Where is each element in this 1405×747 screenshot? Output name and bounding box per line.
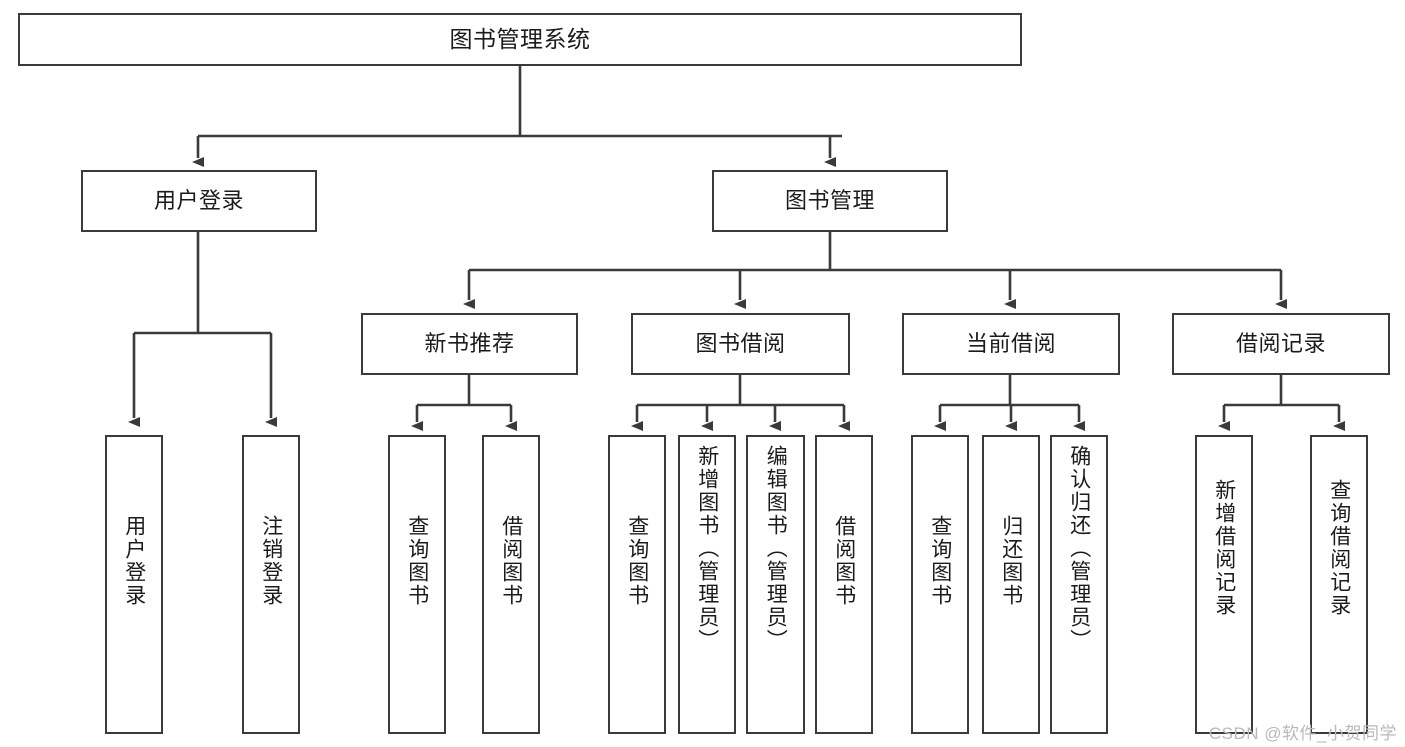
node-leaf-add-record-label: 新增借阅记录 [1212, 479, 1236, 617]
node-new-book-rec[interactable]: 新书推荐 [361, 313, 578, 375]
node-leaf-borrow-book-2-label: 借阅图书 [832, 515, 856, 607]
node-leaf-query-book-3-label: 查询图书 [928, 515, 952, 607]
node-leaf-query-record-label: 查询借阅记录 [1327, 479, 1351, 617]
node-leaf-borrow-book-1-label: 借阅图书 [499, 515, 523, 607]
node-leaf-add-book[interactable]: 新增图书（管理员） [678, 435, 736, 734]
node-current-borrow[interactable]: 当前借阅 [902, 313, 1120, 375]
node-leaf-query-book-2[interactable]: 查询图书 [608, 435, 666, 734]
node-leaf-query-book-1[interactable]: 查询图书 [388, 435, 446, 734]
node-leaf-user-login[interactable]: 用户登录 [105, 435, 163, 734]
node-leaf-confirm-return-label: 确认归还（管理员） [1067, 445, 1091, 652]
watermark: CSDN @软件_小贺同学 [1208, 724, 1397, 743]
node-leaf-add-record[interactable]: 新增借阅记录 [1195, 435, 1253, 734]
node-leaf-query-book-3[interactable]: 查询图书 [911, 435, 969, 734]
node-leaf-return-book-label: 归还图书 [999, 515, 1023, 607]
node-leaf-query-record[interactable]: 查询借阅记录 [1310, 435, 1368, 734]
node-leaf-return-book[interactable]: 归还图书 [982, 435, 1040, 734]
node-book-manage-label: 图书管理 [784, 188, 875, 214]
node-root[interactable]: 图书管理系统 [18, 13, 1022, 66]
node-book-borrow-label: 图书借阅 [695, 331, 786, 357]
node-leaf-logout-login[interactable]: 注销登录 [242, 435, 300, 734]
node-leaf-edit-book[interactable]: 编辑图书（管理员） [746, 435, 805, 734]
node-leaf-confirm-return[interactable]: 确认归还（管理员） [1050, 435, 1108, 734]
node-root-label: 图书管理系统 [449, 25, 591, 52]
node-book-manage[interactable]: 图书管理 [712, 170, 948, 232]
node-leaf-edit-book-label: 编辑图书（管理员） [764, 445, 788, 652]
node-leaf-query-book-2-label: 查询图书 [625, 515, 649, 607]
node-leaf-logout-login-label: 注销登录 [259, 515, 283, 607]
node-leaf-add-book-label: 新增图书（管理员） [695, 445, 719, 652]
node-leaf-borrow-book-1[interactable]: 借阅图书 [482, 435, 540, 734]
node-current-borrow-label: 当前借阅 [965, 331, 1056, 357]
node-borrow-record[interactable]: 借阅记录 [1172, 313, 1390, 375]
node-new-book-rec-label: 新书推荐 [424, 331, 515, 357]
node-user-login[interactable]: 用户登录 [81, 170, 317, 232]
node-book-borrow[interactable]: 图书借阅 [631, 313, 850, 375]
node-borrow-record-label: 借阅记录 [1235, 331, 1326, 357]
node-leaf-query-book-1-label: 查询图书 [405, 515, 429, 607]
node-user-login-label: 用户登录 [153, 188, 244, 214]
node-leaf-borrow-book-2[interactable]: 借阅图书 [815, 435, 873, 734]
node-leaf-user-login-label: 用户登录 [122, 515, 146, 607]
